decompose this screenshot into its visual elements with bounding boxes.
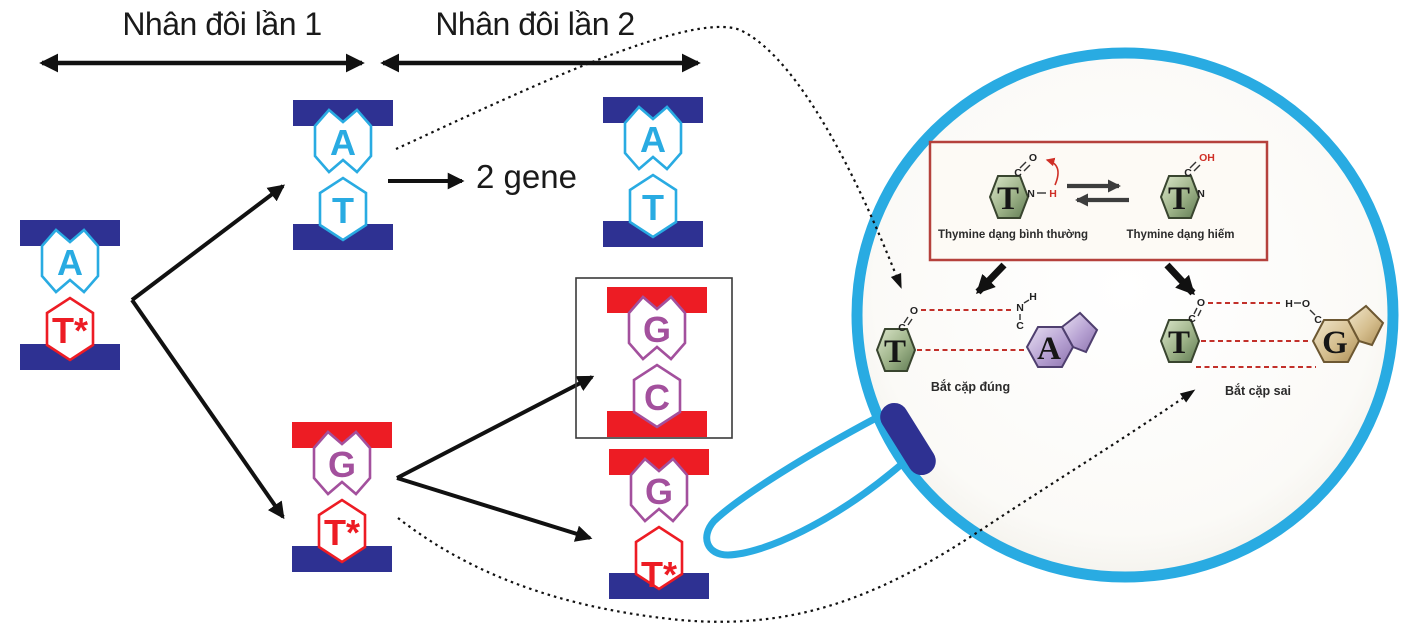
purine-shape: [313, 108, 373, 174]
base-letter: G: [643, 309, 671, 350]
tautomer-box: T C O N H T C OH N: [928, 140, 1269, 262]
base-letter: T: [642, 187, 664, 228]
thymine-rare-structure: T C OH N: [1159, 152, 1215, 219]
normal-form-arrow: [975, 262, 1007, 295]
atom-o: O: [1197, 297, 1205, 309]
molecule-round2-mutant: G C: [607, 287, 707, 437]
base-letter: G: [645, 471, 673, 512]
thymine-normal-structure: T C O N H: [988, 152, 1059, 219]
pyrimidine-shape: [634, 525, 684, 591]
replication1-arrow-down: [130, 298, 285, 520]
atom-h: H: [1285, 298, 1293, 310]
replication-1-label: Nhân đôi lần 1: [122, 6, 322, 42]
purine-shape: [629, 457, 689, 523]
purine-shape: [623, 105, 683, 171]
base-letter: A: [640, 119, 666, 160]
replication2-arrow-down: [396, 476, 593, 542]
base-letter: A: [57, 242, 83, 283]
ring-letter: G: [1322, 325, 1348, 361]
ring-letter: T: [1168, 181, 1190, 217]
replication2-arrow-up: [396, 375, 595, 480]
pyrimidine-shape: [632, 363, 682, 429]
atom-c: C: [1016, 320, 1024, 332]
correct-pairing: T C O N H C A: [875, 291, 1099, 372]
callout-arrowhead: [890, 272, 902, 289]
atom-oh: OH: [1199, 152, 1215, 164]
atom-n: N: [1016, 302, 1024, 314]
pyrimidine-shape: [628, 173, 678, 239]
purine-shape: [312, 430, 372, 496]
wrong-pair-label: Bắt cặp sai: [1224, 384, 1291, 398]
two-gene-label: 2 gene: [476, 158, 577, 195]
base-letter: T*: [52, 310, 88, 351]
magnifier-handle: [880, 402, 936, 476]
molecule-round1-mutated: G T*: [292, 422, 392, 572]
ring-letter: A: [1037, 331, 1061, 367]
magnifier-lens: [851, 47, 1399, 583]
correct-pair-label: Bắt cặp đúng: [930, 380, 1011, 394]
magnifier-strap: [703, 413, 907, 559]
atom-c: C: [1184, 167, 1192, 179]
thymine-rare-label: Thymine dạng hiếm: [1126, 229, 1235, 241]
base-letter: G: [328, 444, 356, 485]
replication1-arrow-up: [130, 184, 286, 302]
guanine-hexagon: [1311, 319, 1361, 363]
ring-letter: T: [997, 181, 1019, 217]
pyrimidine-shape: [317, 498, 367, 564]
molecule-round1-normal: A T: [293, 100, 393, 250]
purine-shape: [627, 295, 687, 361]
molecule-round2-normal: A T: [603, 97, 703, 247]
base-letter: A: [330, 122, 356, 163]
atom-n: N: [1197, 188, 1205, 200]
zoom-callout-line-correct: [395, 25, 898, 276]
thymine-ring: [875, 328, 917, 372]
purine-shape: [40, 228, 100, 294]
callout-arrowhead: [1179, 389, 1196, 403]
ring-letter: T: [884, 334, 906, 370]
ring-letter: T: [1168, 325, 1190, 361]
thymine-ring: [1159, 175, 1201, 219]
atom-h: H: [1049, 188, 1057, 200]
base-letter: T: [332, 190, 354, 231]
pyrimidine-shape: [318, 176, 368, 242]
wrong-pairing: T C O H O C G: [1159, 297, 1385, 368]
pyrimidine-shape: [45, 296, 95, 362]
equilibrium-arrows: [1067, 179, 1129, 207]
replication-2-label: Nhân đôi lần 2: [435, 6, 635, 42]
atom-n: N: [1027, 188, 1035, 200]
atom-c: C: [1188, 313, 1196, 325]
atom-o: O: [1302, 298, 1310, 310]
molecule-round2-carrier: G T*: [609, 449, 709, 599]
rare-form-arrow: [1164, 262, 1196, 296]
atom-c: C: [898, 322, 906, 334]
proton-shift-arrow: [1045, 157, 1059, 186]
atom-h: H: [1029, 291, 1037, 303]
mutant-highlight-box: [575, 277, 733, 439]
atom-o: O: [910, 305, 918, 317]
zoom-callout-line-wrong: [397, 397, 1184, 623]
base-letter: C: [644, 377, 670, 418]
thymine-ring: [1159, 319, 1201, 363]
base-letter: T*: [324, 512, 360, 553]
molecule-original: A T*: [20, 220, 120, 370]
thymine-normal-label: Thymine dạng bình thường: [937, 229, 1089, 241]
adenine-hexagon: [1025, 326, 1075, 368]
atom-o: O: [1029, 152, 1037, 164]
atom-c: C: [1314, 314, 1322, 326]
base-letter: T*: [641, 554, 677, 595]
atom-c: C: [1014, 167, 1022, 179]
thymine-ring: [988, 175, 1030, 219]
